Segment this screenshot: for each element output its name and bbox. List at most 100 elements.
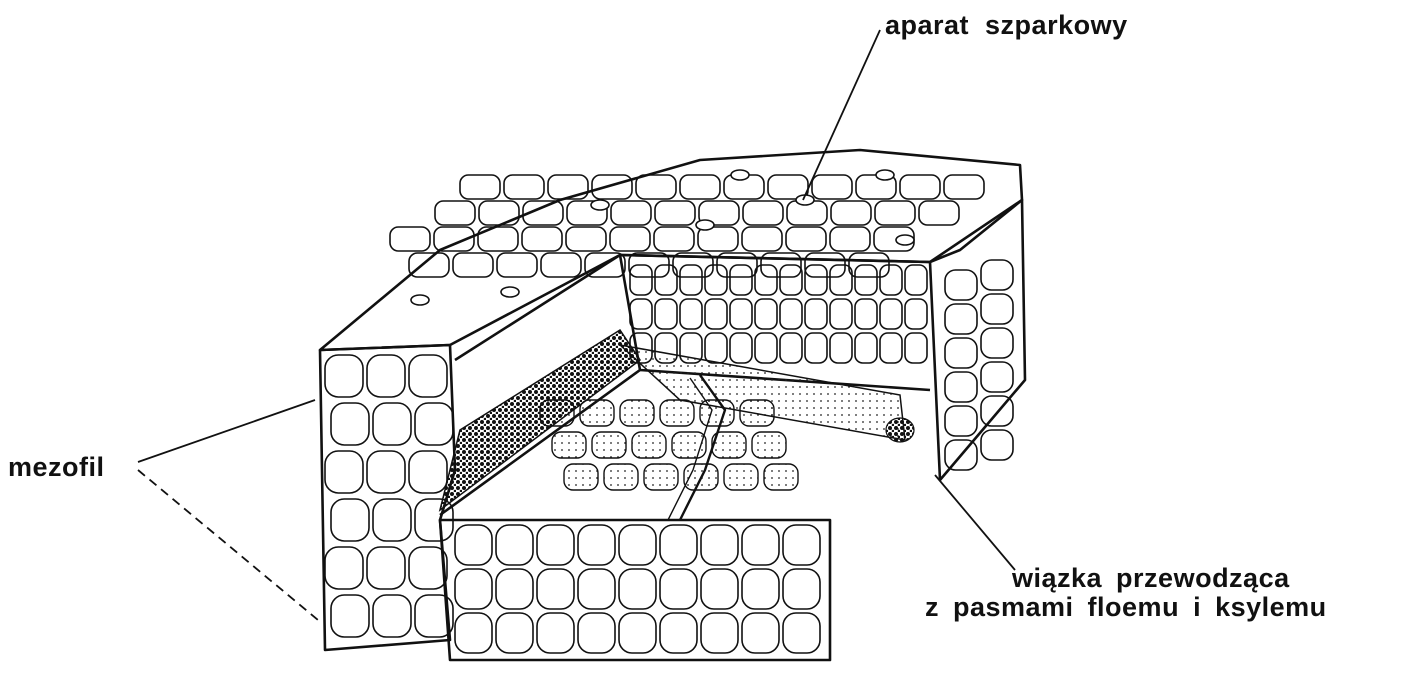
cell [742,569,779,609]
vascular-bundle-label-line-2: z pasmami floemu i ksylemu [925,592,1327,623]
spongy-cell [764,464,798,490]
cell [331,403,369,445]
cell [537,569,574,609]
epidermis-cell [435,201,475,225]
palisade-cell [705,299,727,329]
palisade-cell [805,333,827,363]
epidermis-cell [390,227,430,251]
palisade-cell [705,265,727,295]
palisade-cell [730,299,752,329]
cell [701,569,738,609]
cell [578,613,615,653]
cell [455,525,492,565]
spongy-cell [564,464,598,490]
palisade-cell [905,333,927,363]
epidermis-cell [830,227,870,251]
cell [496,569,533,609]
palisade-cell [855,299,877,329]
palisade-cell [880,265,902,295]
cell [325,547,363,589]
palisade-cell [905,299,927,329]
palisade-cell [680,299,702,329]
cell [455,569,492,609]
cell [578,569,615,609]
stomata [411,170,914,305]
cell [701,613,738,653]
cell [578,525,615,565]
cell [331,595,369,637]
epidermis-cell [592,175,632,199]
epidermis-cell [944,175,984,199]
epidermis-cell [497,253,537,277]
cell [619,525,656,565]
palisade-cell [905,265,927,295]
stoma [731,170,749,180]
cell [945,406,977,436]
palisade-cell [830,299,852,329]
epidermis-cell [654,227,694,251]
cell [537,613,574,653]
spongy-cell [724,464,758,490]
cell [455,613,492,653]
leader-mesophyll-lower [138,470,318,620]
cell [945,372,977,402]
palisade-cell [755,299,777,329]
spongy-cell [552,432,586,458]
cell [367,451,405,493]
cell [945,270,977,300]
epidermis-cell [479,201,519,225]
spongy-cell [592,432,626,458]
vascular-bundle-label-line-1: wiązka przewodząca [1012,563,1290,594]
cell [945,304,977,334]
palisade-cell [655,299,677,329]
leader-lines [138,30,1015,620]
epidermis-cell [786,227,826,251]
epidermis-cell [831,201,871,225]
cell [409,355,447,397]
cell [373,403,411,445]
cell [783,613,820,653]
epidermis-cell [875,201,915,225]
epidermis-cell [611,201,651,225]
spongy-cell [620,400,654,426]
cell [783,525,820,565]
palisade-cell [805,299,827,329]
epidermis-cell [742,227,782,251]
cell [409,451,447,493]
cell [496,525,533,565]
leader-bundle [935,475,1015,570]
cell [415,403,453,445]
epidermis-cell [409,253,449,277]
epidermis-cell [610,227,650,251]
epidermis-cell [680,175,720,199]
spongy-cell [644,464,678,490]
palisade-cell [630,265,652,295]
palisade-cell [780,299,802,329]
palisade-cell [805,265,827,295]
palisade-cell [755,265,777,295]
epidermis-cell [566,227,606,251]
cell [945,338,977,368]
palisade-cell [780,333,802,363]
leader-mesophyll-upper [138,400,315,462]
cell [981,362,1013,392]
cell [981,294,1013,324]
epidermis-cell [812,175,852,199]
stoma [696,220,714,230]
palisade-cell [780,265,802,295]
cell [373,595,411,637]
cell [981,328,1013,358]
palisade-cell [680,265,702,295]
spongy-cell [632,432,666,458]
stoma [896,235,914,245]
epidermis-cell [504,175,544,199]
epidermis-cell [743,201,783,225]
epidermis-cell [655,201,695,225]
epidermis-cell [900,175,940,199]
stoma [876,170,894,180]
palisade-cell [730,333,752,363]
epidermis-cell [522,227,562,251]
stomata-label: aparat szparkowy [885,10,1128,41]
spongy-cell [752,432,786,458]
